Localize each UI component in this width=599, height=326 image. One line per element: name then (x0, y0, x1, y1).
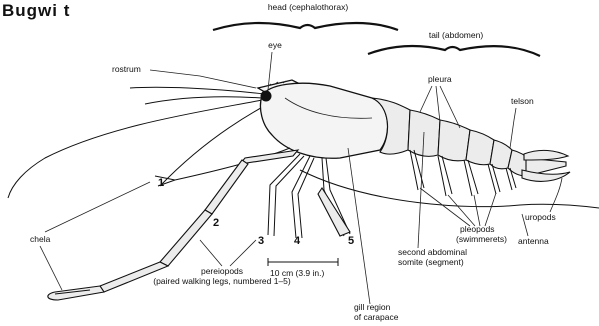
tail-label: tail (abdomen) (429, 30, 484, 40)
antennule (130, 87, 265, 94)
head-brace (213, 23, 398, 30)
eye-icon (261, 91, 272, 102)
carapace (260, 83, 387, 158)
leg-number-5: 5 (348, 235, 354, 247)
scale-bar (268, 258, 338, 266)
pleopods-label: pleopods (460, 224, 495, 234)
uropod-lower (522, 170, 570, 181)
rostrum-label: rostrum (112, 64, 141, 74)
pereiopods-label: pereiopods (201, 266, 243, 276)
leg-number-4: 4 (294, 235, 301, 247)
second-somite-label: second abdominal (398, 247, 467, 257)
leg-number-2: 2 (213, 217, 219, 229)
pleura-label: pleura (428, 74, 452, 84)
antenna-label: antenna (518, 236, 549, 246)
abdomen-segment-4 (466, 130, 494, 165)
telson-label: telson (511, 96, 534, 106)
leg-number-1: 1 (158, 177, 164, 189)
tail-brace (368, 46, 540, 56)
head-label: head (cephalothorax) (268, 2, 349, 12)
antenna-long (8, 100, 262, 198)
second-somite-label-2: somite (segment) (398, 257, 464, 267)
eye-label: eye (268, 40, 282, 50)
leg-number-3: 3 (258, 235, 264, 247)
corner-text: Bugwi t (2, 1, 70, 20)
uropod-upper (524, 150, 568, 160)
gill-label: gill region (354, 302, 391, 312)
abdomen-segment-3 (438, 120, 470, 161)
pleopods-label-2: (swimmerets) (456, 234, 507, 244)
uropods-label: uropods (525, 212, 556, 222)
chela-label: chela (30, 234, 51, 244)
scale-label: 10 cm (3.9 in.) (270, 268, 324, 278)
gill-label-2: of carapace (354, 312, 399, 322)
